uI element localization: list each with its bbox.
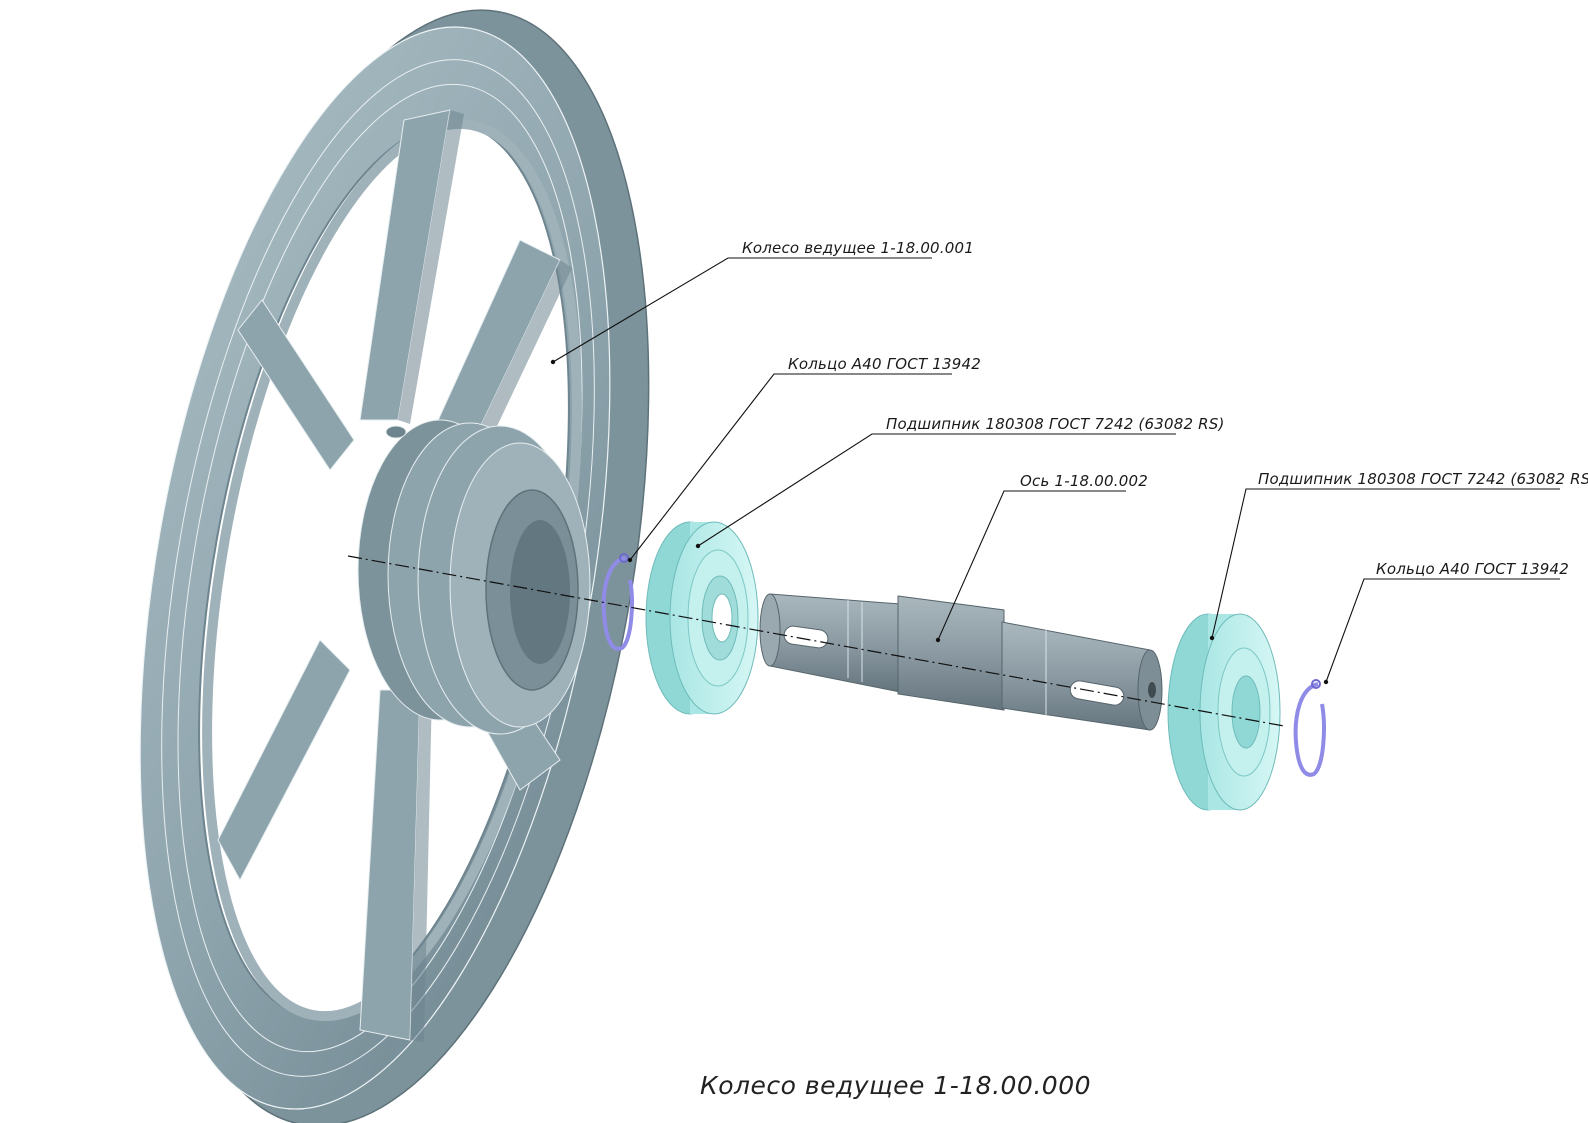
callout-shaft: Ось 1-18.00.002: [1020, 472, 1148, 490]
callout-bearing-right: Подшипник 180308 ГОСТ 7242 (63082 RS): [1258, 470, 1588, 488]
callout-wheel: Колесо ведущее 1-18.00.001: [742, 239, 974, 257]
shaft: [759, 593, 1163, 731]
callout-ring-left: Кольцо А40 ГОСТ 13942: [788, 355, 981, 373]
callout-ring-right: Кольцо А40 ГОСТ 13942: [1376, 560, 1569, 578]
leader-lines: [550, 257, 1560, 685]
bearing-left: [645, 521, 759, 715]
callout-bearing-left: Подшипник 180308 ГОСТ 7242 (63082 RS): [886, 415, 1225, 433]
drive-wheel: [139, 9, 650, 1123]
retaining-ring-left: [601, 553, 634, 651]
drawing-caption: Колесо ведущее 1-18.00.000: [700, 1071, 1091, 1100]
retaining-ring-right: [1293, 679, 1326, 777]
bearing-right: [1167, 613, 1281, 811]
center-axis: [347, 555, 1285, 727]
